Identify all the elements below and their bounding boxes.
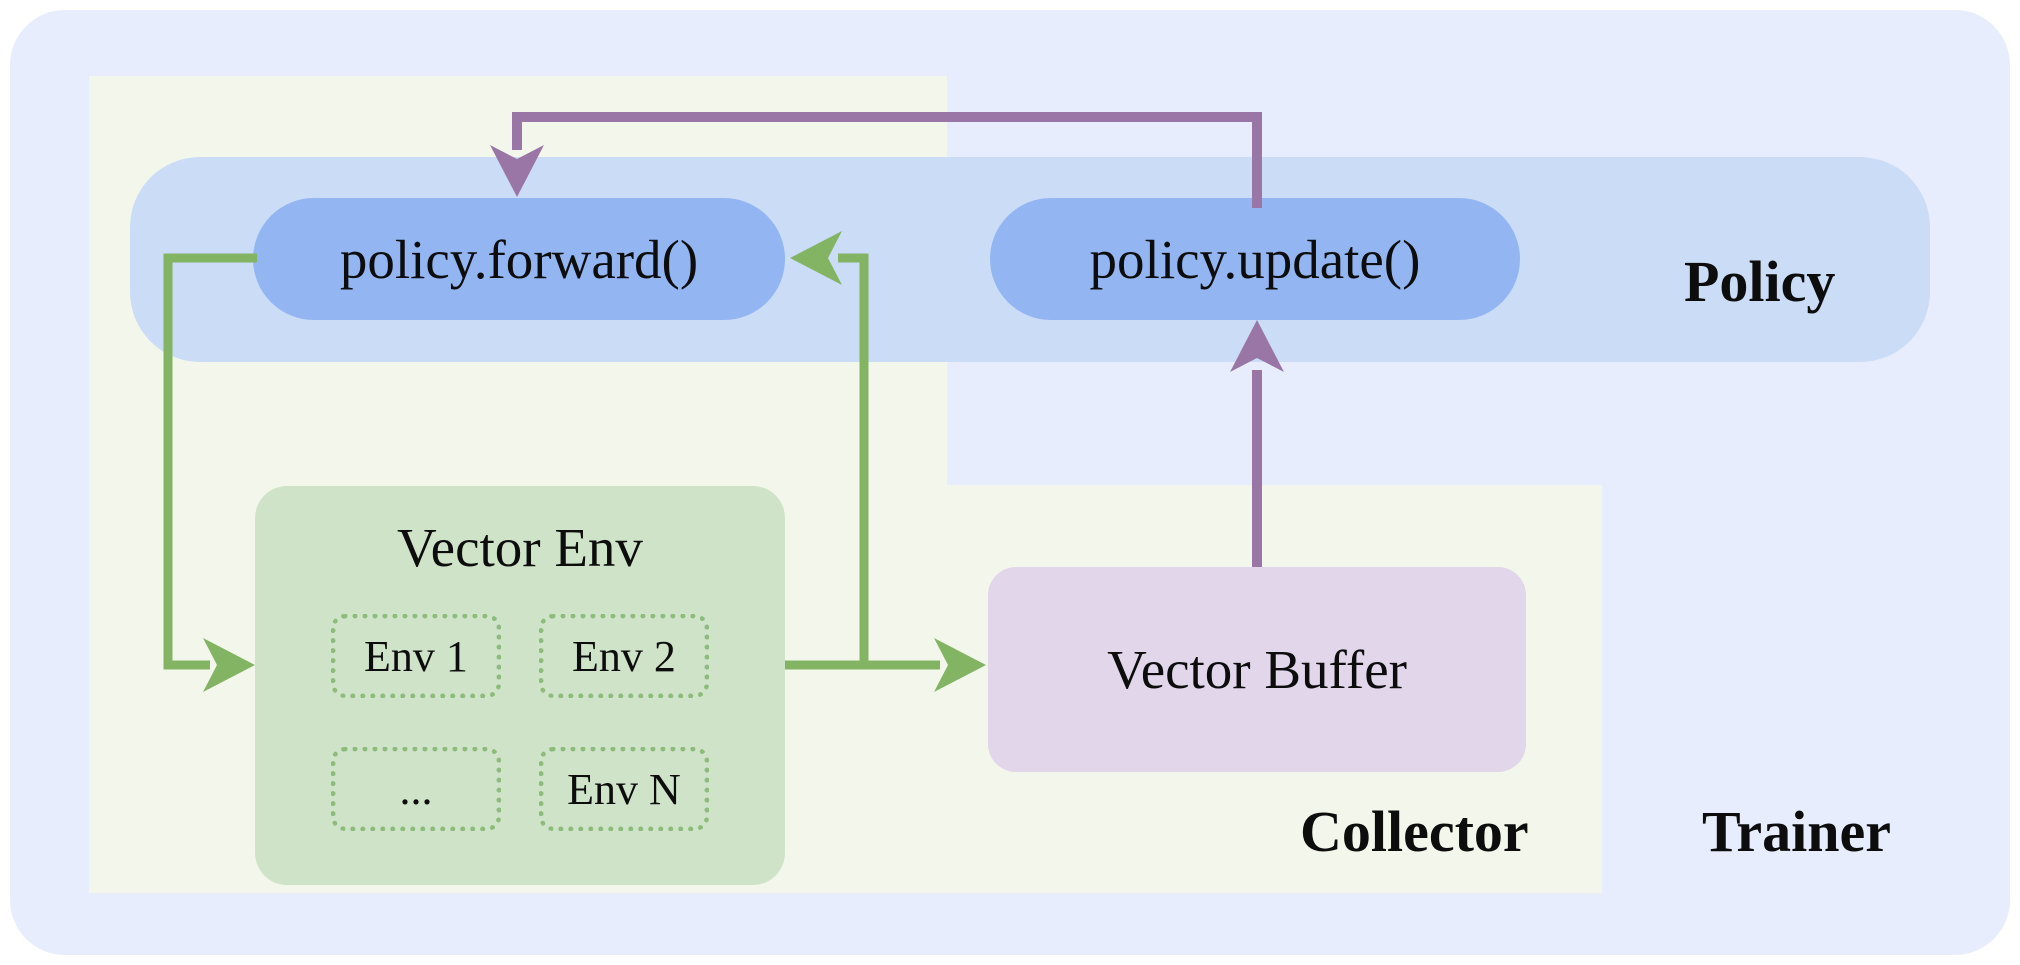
- label-policy: Policy: [1684, 249, 1836, 314]
- env-item-1: Env 1: [331, 614, 501, 698]
- node-vector-buffer: Vector Buffer: [988, 567, 1526, 772]
- node-policy-forward: policy.forward(): [253, 198, 785, 320]
- vector-env-title: Vector Env: [397, 517, 643, 578]
- env-item-ellipsis: ...: [331, 747, 501, 831]
- label-collector: Collector: [1300, 799, 1529, 864]
- label-trainer: Trainer: [1702, 799, 1891, 864]
- node-policy-update: policy.update(): [990, 198, 1520, 320]
- node-vector-env: Vector Env Env 1 Env 2 ... Env N: [255, 486, 785, 885]
- env-item-n: Env N: [539, 747, 709, 831]
- env-item-2: Env 2: [539, 614, 709, 698]
